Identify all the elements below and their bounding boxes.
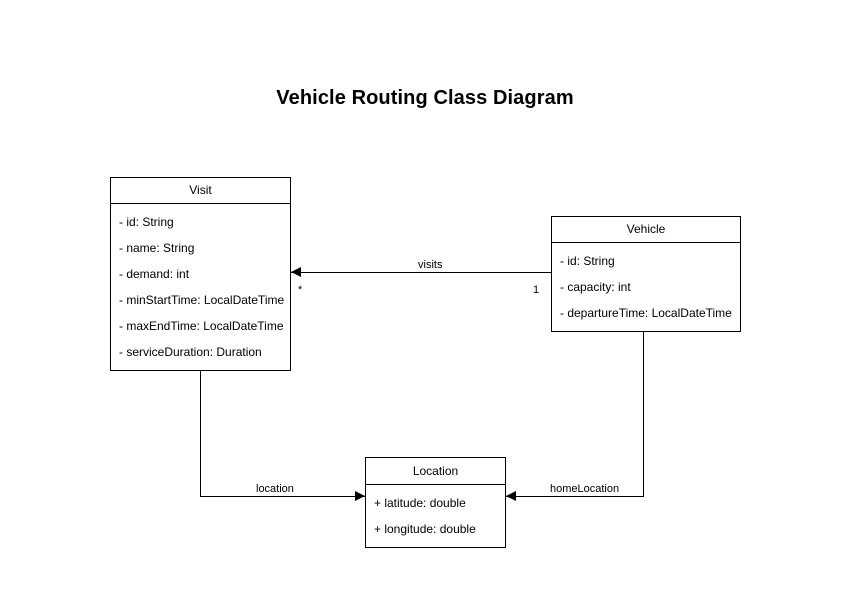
association-line-location-horizontal[interactable] xyxy=(200,496,365,497)
association-line-location-vertical[interactable] xyxy=(200,360,201,496)
multiplicity-target-visits: * xyxy=(298,284,303,296)
uml-attributes-location: + latitude: double + longitude: double xyxy=(366,485,505,547)
uml-attribute: - maxEndTime: LocalDateTime xyxy=(119,319,284,333)
association-label-homelocation: homeLocation xyxy=(546,483,624,495)
association-line-homelocation-vertical[interactable] xyxy=(643,321,644,496)
arrowhead-left-icon xyxy=(291,267,301,277)
uml-attribute: - departureTime: LocalDateTime xyxy=(560,306,732,320)
uml-attribute: - minStartTime: LocalDateTime xyxy=(119,293,285,307)
uml-attributes-vehicle: - id: String - capacity: int - departure… xyxy=(552,243,740,331)
uml-class-name-visit: Visit xyxy=(111,178,290,204)
association-label-location: location xyxy=(252,483,298,495)
association-line-homelocation-horizontal[interactable] xyxy=(506,496,644,497)
uml-attribute: - capacity: int xyxy=(560,280,631,294)
uml-attribute: - id: String xyxy=(560,254,615,268)
uml-class-name-location: Location xyxy=(366,458,505,485)
uml-class-visit[interactable]: Visit - id: String - name: String - dema… xyxy=(110,177,291,371)
uml-attribute: - demand: int xyxy=(119,267,190,281)
association-label-visits: visits xyxy=(414,259,447,271)
arrowhead-left-icon xyxy=(506,491,516,501)
uml-attributes-visit: - id: String - name: String - demand: in… xyxy=(111,204,290,370)
association-line-visits[interactable] xyxy=(291,272,551,273)
uml-class-location[interactable]: Location + latitude: double + longitude:… xyxy=(365,457,506,548)
multiplicity-source-visits: 1 xyxy=(533,284,540,296)
arrowhead-right-icon xyxy=(355,491,365,501)
uml-class-name-vehicle: Vehicle xyxy=(552,217,740,243)
page-title: Vehicle Routing Class Diagram xyxy=(276,87,574,109)
uml-attribute: - name: String xyxy=(119,241,195,255)
uml-class-vehicle[interactable]: Vehicle - id: String - capacity: int - d… xyxy=(551,216,741,332)
uml-attribute: + latitude: double xyxy=(374,496,466,510)
uml-attribute: - serviceDuration: Duration xyxy=(119,345,262,359)
uml-attribute: - id: String xyxy=(119,215,174,229)
uml-attribute: + longitude: double xyxy=(374,522,476,536)
